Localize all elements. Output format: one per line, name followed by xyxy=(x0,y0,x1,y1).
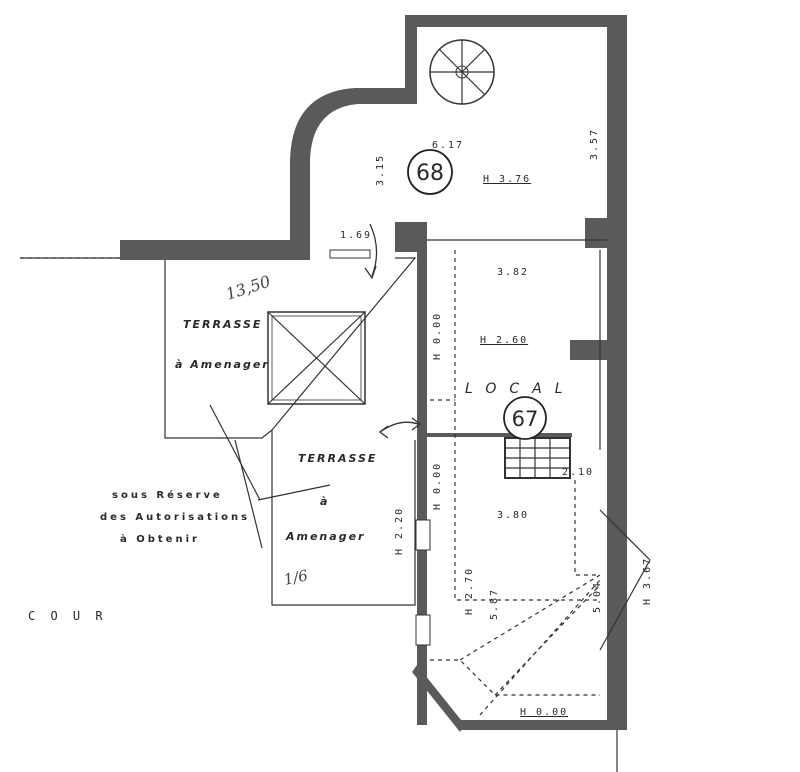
terrace-1: TERRASSE à Amenager xyxy=(175,318,270,371)
room-67-name: LOCAL xyxy=(465,381,576,397)
height-0-00-b: H 0.00 xyxy=(432,462,443,510)
room-68-badge xyxy=(407,149,453,195)
room-67: 3.82 H 2.60 LOCAL 67 3.80 2.10 xyxy=(465,267,594,521)
terrace-1-title: TERRASSE xyxy=(183,318,262,331)
reserve-line-2: des Autorisations xyxy=(100,512,250,523)
room-68: 68 6.17 H 3.76 3.15 3.57 1.69 xyxy=(340,128,600,241)
terrace-2-title: TERRASSE xyxy=(298,452,377,465)
dim-2-10: 2.10 xyxy=(562,467,594,478)
terrace-2-subtitle-b: Amenager xyxy=(285,530,365,543)
room-68-height: H 3.76 xyxy=(483,174,531,185)
room-67-number: 67 xyxy=(512,407,539,431)
handwritten-area: 13,50 xyxy=(223,272,272,304)
terrace-outlines xyxy=(164,257,417,606)
room-67-area-lower: 3.80 xyxy=(497,510,529,521)
reserve-note: sous Réserve des Autorisations à Obtenir xyxy=(100,489,250,545)
handwritten-fraction: 1/6 xyxy=(282,566,310,589)
reserve-line-1: sous Réserve xyxy=(112,489,223,501)
room-67-height-upper: H 2.60 xyxy=(480,335,528,346)
reserve-line-3: à Obtenir xyxy=(120,533,200,545)
dim-3-57: 3.57 xyxy=(589,128,600,160)
height-0-00-a: H 0.00 xyxy=(432,312,443,360)
slope-lines xyxy=(599,509,651,651)
room-67-badge xyxy=(503,396,547,440)
vertical-labels: H 0.00 H 0.00 H 2.20 H 2.70 5.87 5.04 H … xyxy=(394,312,653,718)
outer-walls xyxy=(120,15,627,732)
height-0-00-c: H 0.00 xyxy=(520,707,568,718)
room-68-number: 68 xyxy=(416,161,444,186)
thin-lines xyxy=(20,239,618,772)
spiral-staircase xyxy=(429,39,495,105)
height-3-67: H 3.67 xyxy=(642,557,653,605)
dim-3-15: 3.15 xyxy=(375,154,386,186)
height-2-20: H 2.20 xyxy=(394,507,405,555)
terrace-2: TERRASSE à Amenager xyxy=(285,452,377,543)
cour-label: C O U R xyxy=(28,609,107,623)
terrace-1-subtitle: à Amenager xyxy=(175,358,270,371)
mezzanine-dashed xyxy=(430,250,601,716)
door-arrows xyxy=(364,223,422,439)
room-67-area-upper: 3.82 xyxy=(497,267,529,278)
reserve-pointer-lines xyxy=(209,404,331,549)
window-marks xyxy=(329,249,431,646)
terrace-2-subtitle-a: à xyxy=(320,495,329,508)
dim-5-87: 5.87 xyxy=(489,588,500,620)
dim-1-69: 1.69 xyxy=(340,230,372,241)
room-68-area: 6.17 xyxy=(432,140,464,151)
dim-5-04: 5.04 xyxy=(592,581,603,613)
height-2-70: H 2.70 xyxy=(464,567,475,615)
straight-staircase xyxy=(504,437,571,479)
